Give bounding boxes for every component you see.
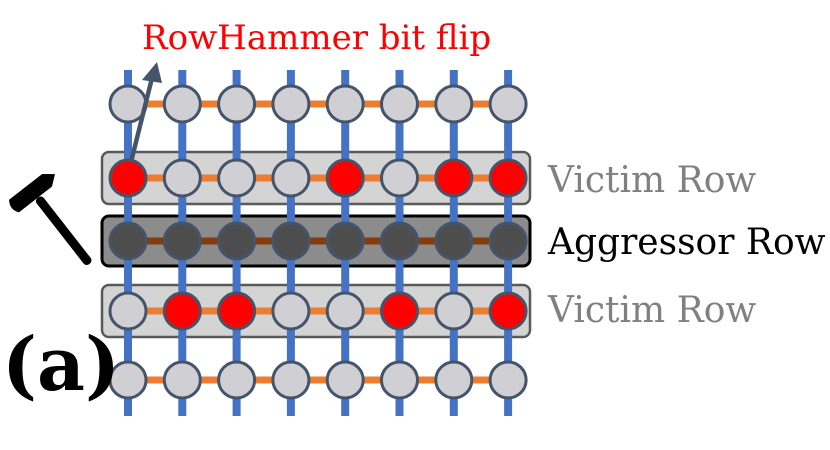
panel-label: (a) bbox=[2, 322, 120, 408]
memory-cell bbox=[271, 84, 311, 124]
aggressor-cell bbox=[217, 221, 257, 261]
aggressor-row-label: Aggressor Row bbox=[548, 222, 826, 263]
aggressor-cell bbox=[325, 221, 365, 261]
memory-cell bbox=[380, 84, 419, 124]
memory-cell bbox=[217, 84, 257, 124]
title-label: RowHammer bit flip bbox=[142, 18, 492, 58]
memory-cell bbox=[271, 158, 311, 198]
hammer-head bbox=[9, 173, 55, 213]
memory-cell bbox=[380, 360, 419, 400]
memory-cell bbox=[325, 291, 365, 331]
flipped-cell bbox=[488, 291, 528, 331]
hammer-handle bbox=[35, 196, 92, 265]
aggressor-cell bbox=[162, 221, 202, 261]
memory-cell bbox=[217, 360, 257, 400]
memory-cell bbox=[108, 360, 148, 400]
memory-cell bbox=[325, 84, 365, 124]
arrow-head-icon bbox=[142, 62, 162, 83]
hammer-icon bbox=[9, 173, 92, 265]
victim-row-label-top: Victim Row bbox=[548, 160, 757, 201]
memory-cell bbox=[488, 84, 528, 124]
memory-cell bbox=[162, 84, 202, 124]
victim-row-label-bottom: Victim Row bbox=[548, 290, 757, 331]
arrow-icon bbox=[128, 77, 155, 163]
flipped-cell bbox=[434, 158, 474, 198]
memory-cell bbox=[488, 360, 528, 400]
flipped-cell bbox=[325, 158, 365, 198]
memory-cell bbox=[271, 291, 311, 331]
flipped-cell bbox=[380, 291, 419, 331]
memory-cell bbox=[380, 158, 419, 198]
memory-cell bbox=[162, 158, 202, 198]
flipped-cell bbox=[488, 158, 528, 198]
memory-cell bbox=[217, 158, 257, 198]
flipped-cell bbox=[108, 158, 148, 198]
memory-cell bbox=[162, 360, 202, 400]
aggressor-cell bbox=[434, 221, 474, 261]
memory-cell bbox=[434, 291, 474, 331]
memory-cell bbox=[325, 360, 365, 400]
aggressor-cell bbox=[108, 221, 148, 261]
memory-cell bbox=[434, 84, 474, 124]
memory-cell bbox=[108, 291, 148, 331]
aggressor-cell bbox=[380, 221, 419, 261]
flipped-cell bbox=[217, 291, 257, 331]
flipped-cell bbox=[162, 291, 202, 331]
memory-cell bbox=[434, 360, 474, 400]
memory-cell bbox=[271, 360, 311, 400]
aggressor-cell bbox=[271, 221, 311, 261]
aggressor-cell bbox=[488, 221, 528, 261]
